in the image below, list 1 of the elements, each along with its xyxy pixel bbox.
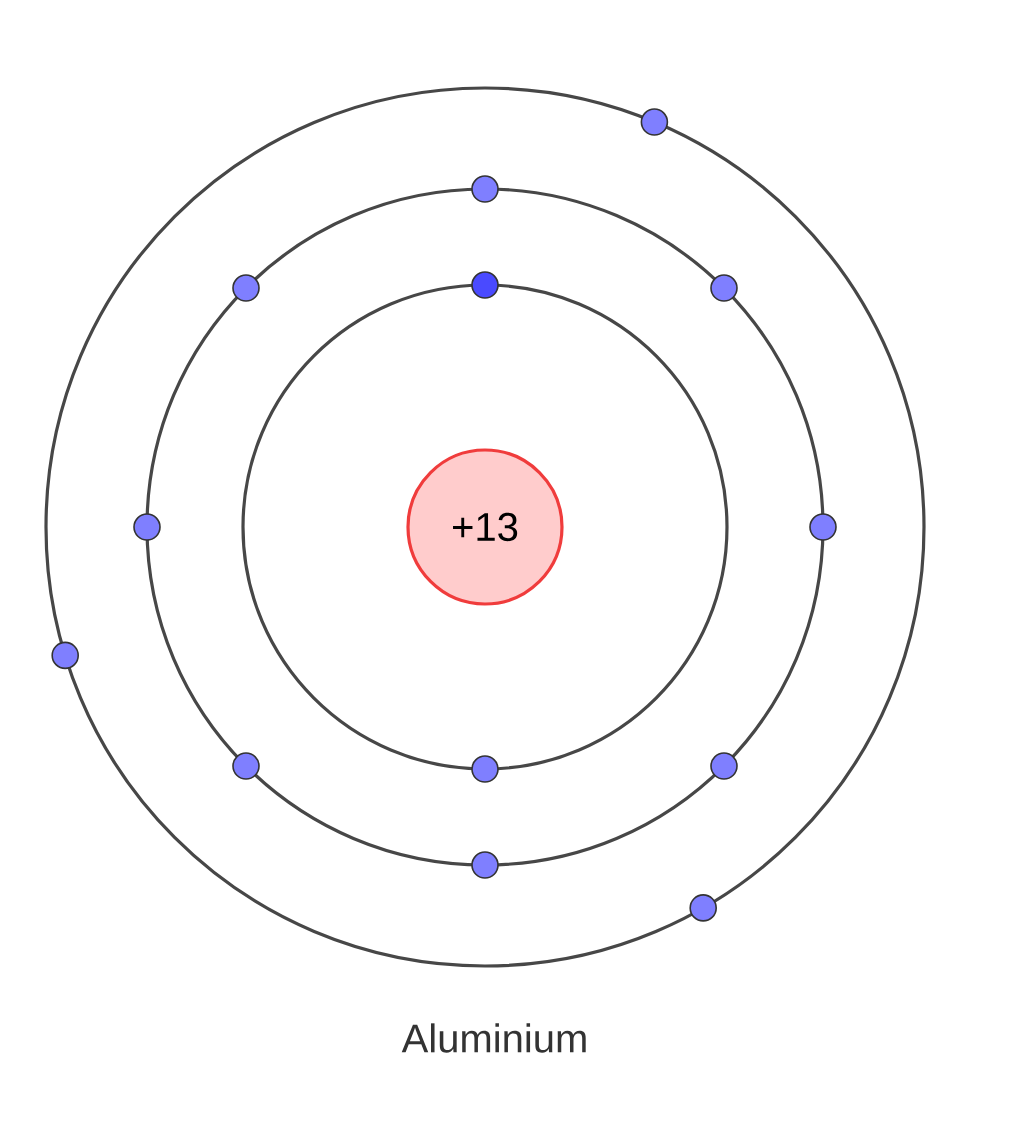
caption: Aluminium — [401, 1023, 586, 1053]
